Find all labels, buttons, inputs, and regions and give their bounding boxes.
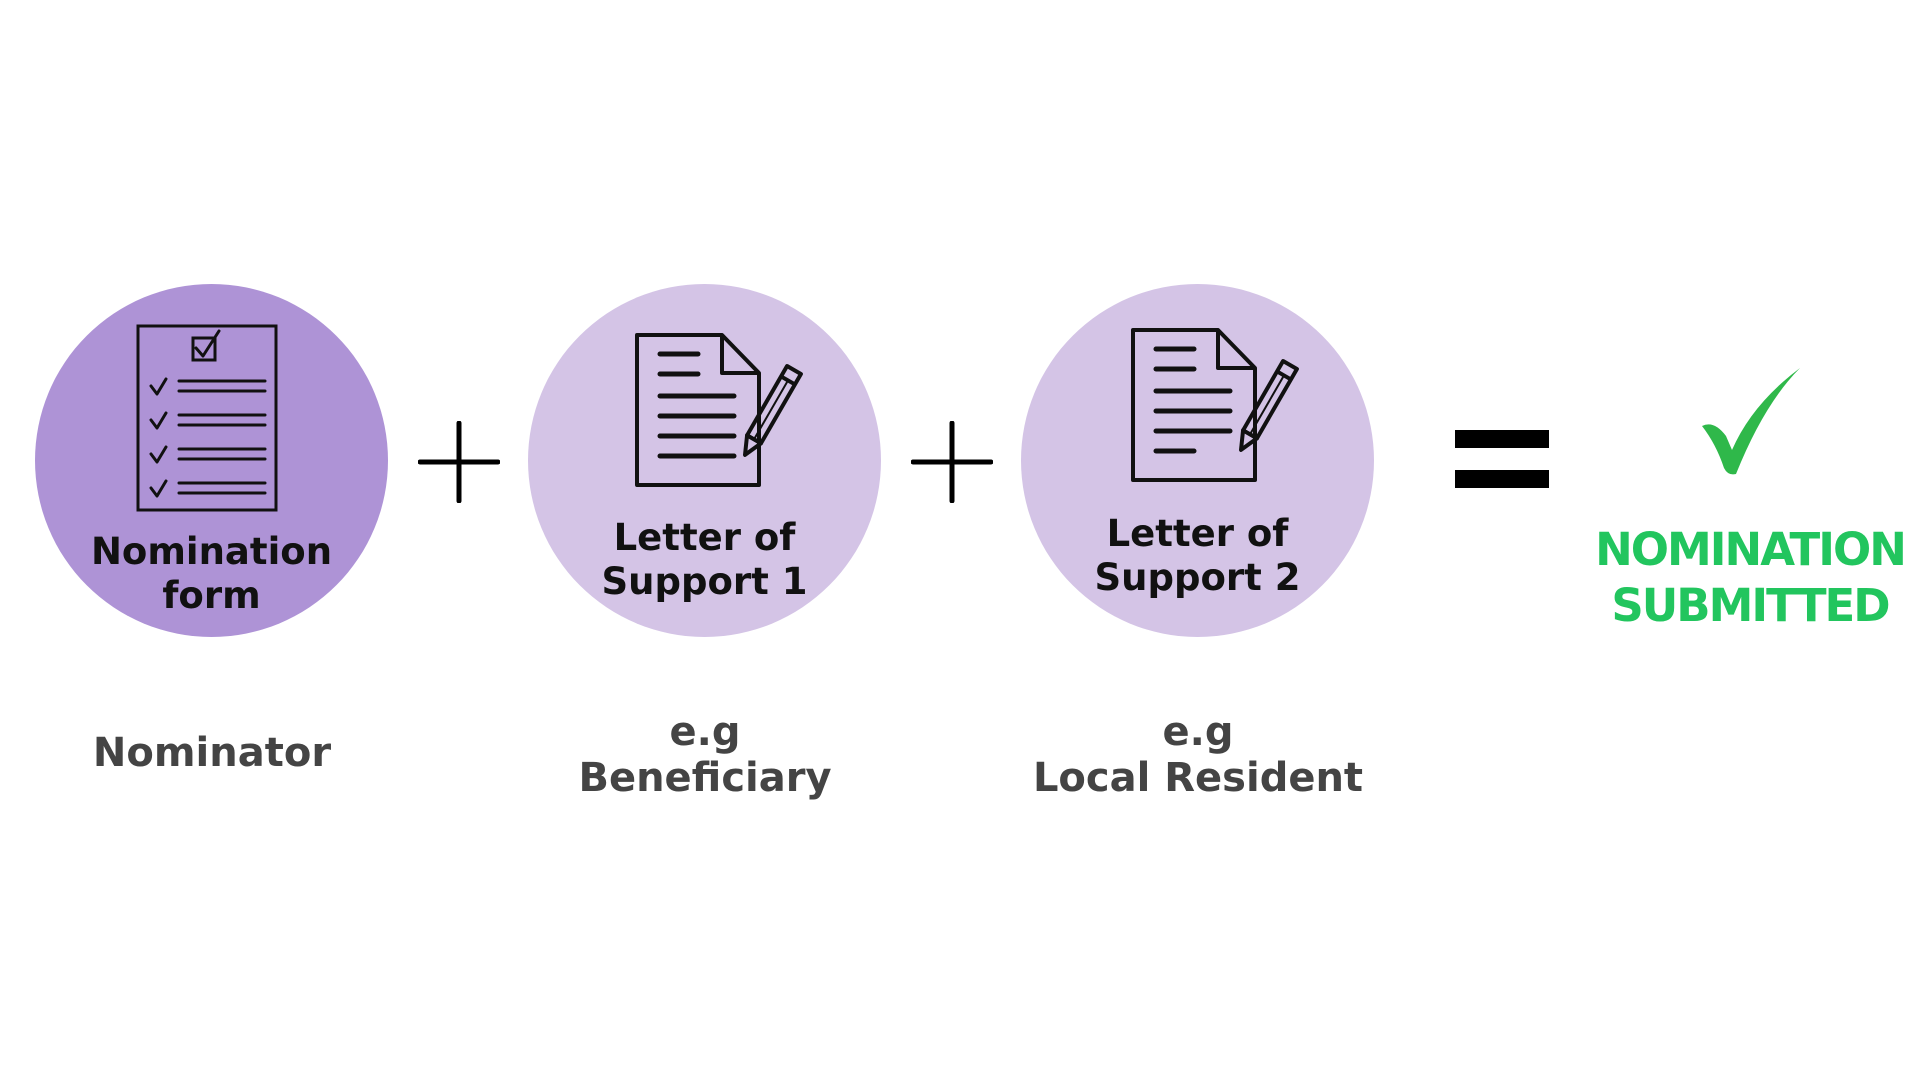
role-label-beneficiary: e.g Beneficiary [495, 709, 915, 801]
plus-icon [911, 421, 993, 503]
document-pen-icon [635, 333, 803, 487]
checkmark-icon [1702, 368, 1800, 475]
step-title-line: Support 1 [601, 560, 808, 603]
document-pen-icon [1131, 328, 1299, 482]
step-title-line: form [162, 574, 261, 617]
step-letter-of-support-1: Letter of Support 1 [528, 284, 881, 637]
role-line: e.g [1162, 709, 1234, 755]
step-nomination-form: Nomination form [35, 284, 388, 637]
step-title: Nomination form [35, 530, 388, 618]
result-label: NOMINATION SUBMITTED [1575, 522, 1920, 634]
role-line: Beneficiary [578, 755, 832, 801]
step-title: Letter of Support 2 [1021, 512, 1374, 600]
step-title: Letter of Support 1 [528, 516, 881, 604]
result-line: NOMINATION [1595, 523, 1907, 576]
role-label-local-resident: e.g Local Resident [988, 709, 1408, 801]
role-line: Nominator [92, 730, 332, 776]
step-title-line: Letter of [613, 516, 796, 559]
role-line: Local Resident [1032, 755, 1364, 801]
equals-icon [1455, 430, 1549, 488]
step-letter-of-support-2: Letter of Support 2 [1021, 284, 1374, 637]
step-title-line: Support 2 [1094, 556, 1301, 599]
role-label-nominator: Nominator [2, 730, 422, 776]
result-line: SUBMITTED [1611, 579, 1890, 632]
checklist-icon [136, 324, 278, 512]
step-title-line: Nomination [90, 530, 333, 573]
step-title-line: Letter of [1106, 512, 1289, 555]
plus-icon [418, 421, 500, 503]
role-line: e.g [669, 709, 741, 755]
